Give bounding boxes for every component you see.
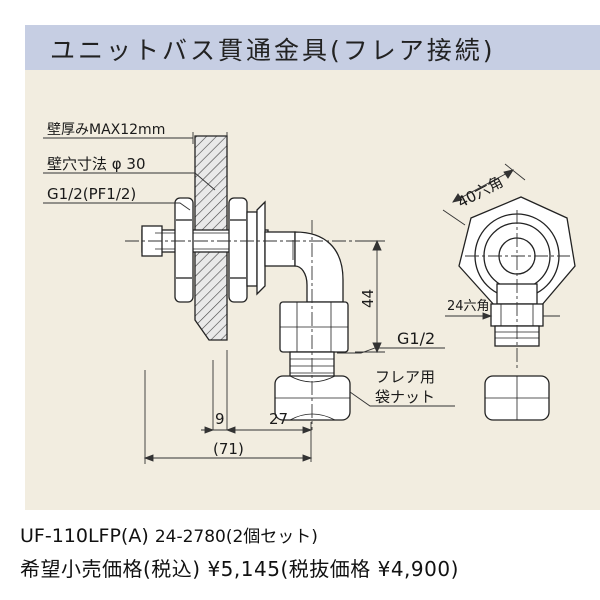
label-thread-left: G1/2(PF1/2): [47, 185, 136, 203]
label-flare-nut-line2: 袋ナット: [375, 388, 435, 406]
title-bar: ユニットバス貫通金具(フレア接続): [25, 25, 600, 70]
technical-drawing: 壁厚みMAX12mm 壁穴寸法 φ 30 G1/2(PF1/2) 40六角 24…: [43, 122, 576, 464]
label-wall-thickness: 壁厚みMAX12mm: [47, 122, 165, 138]
label-dim-9: 9: [215, 410, 225, 428]
product-code-set: 24-2780(2個セット): [154, 527, 318, 547]
side-view-dimensions: [43, 132, 455, 464]
label-thread-right: G1/2: [397, 329, 435, 348]
side-view: [141, 135, 351, 421]
label-dim-71: (71): [213, 440, 244, 458]
label-hex-24: 24六角: [447, 299, 490, 314]
label-dim-27: 27: [269, 410, 288, 428]
label-wall-hole: 壁穴寸法 φ 30: [47, 155, 146, 173]
drawing-panel: 壁厚みMAX12mm 壁穴寸法 φ 30 G1/2(PF1/2) 40六角 24…: [25, 70, 600, 510]
price-line: 希望小売価格(税込) ¥5,145(税抜価格 ¥4,900): [20, 557, 459, 581]
elbow-bend: [294, 231, 344, 303]
label-height-44: 44: [359, 289, 377, 308]
page-title: ユニットバス貫通金具(フレア接続): [50, 36, 496, 65]
front-view: [458, 196, 576, 421]
model-line: UF-110LFP(A) 24-2780(2個セット): [20, 522, 600, 547]
label-hex-40: 40六角: [454, 173, 506, 212]
front-view-dimensions: [442, 163, 570, 370]
lock-nut-left: [174, 197, 194, 303]
lock-nut-right: [228, 197, 248, 303]
product-caption: UF-110LFP(A) 24-2780(2個セット) 希望小売価格(税込) ¥…: [20, 522, 600, 582]
label-flare-nut-line1: フレア用: [375, 368, 435, 386]
elbow-body: [264, 231, 296, 267]
model-number: UF-110LFP(A): [20, 525, 149, 547]
